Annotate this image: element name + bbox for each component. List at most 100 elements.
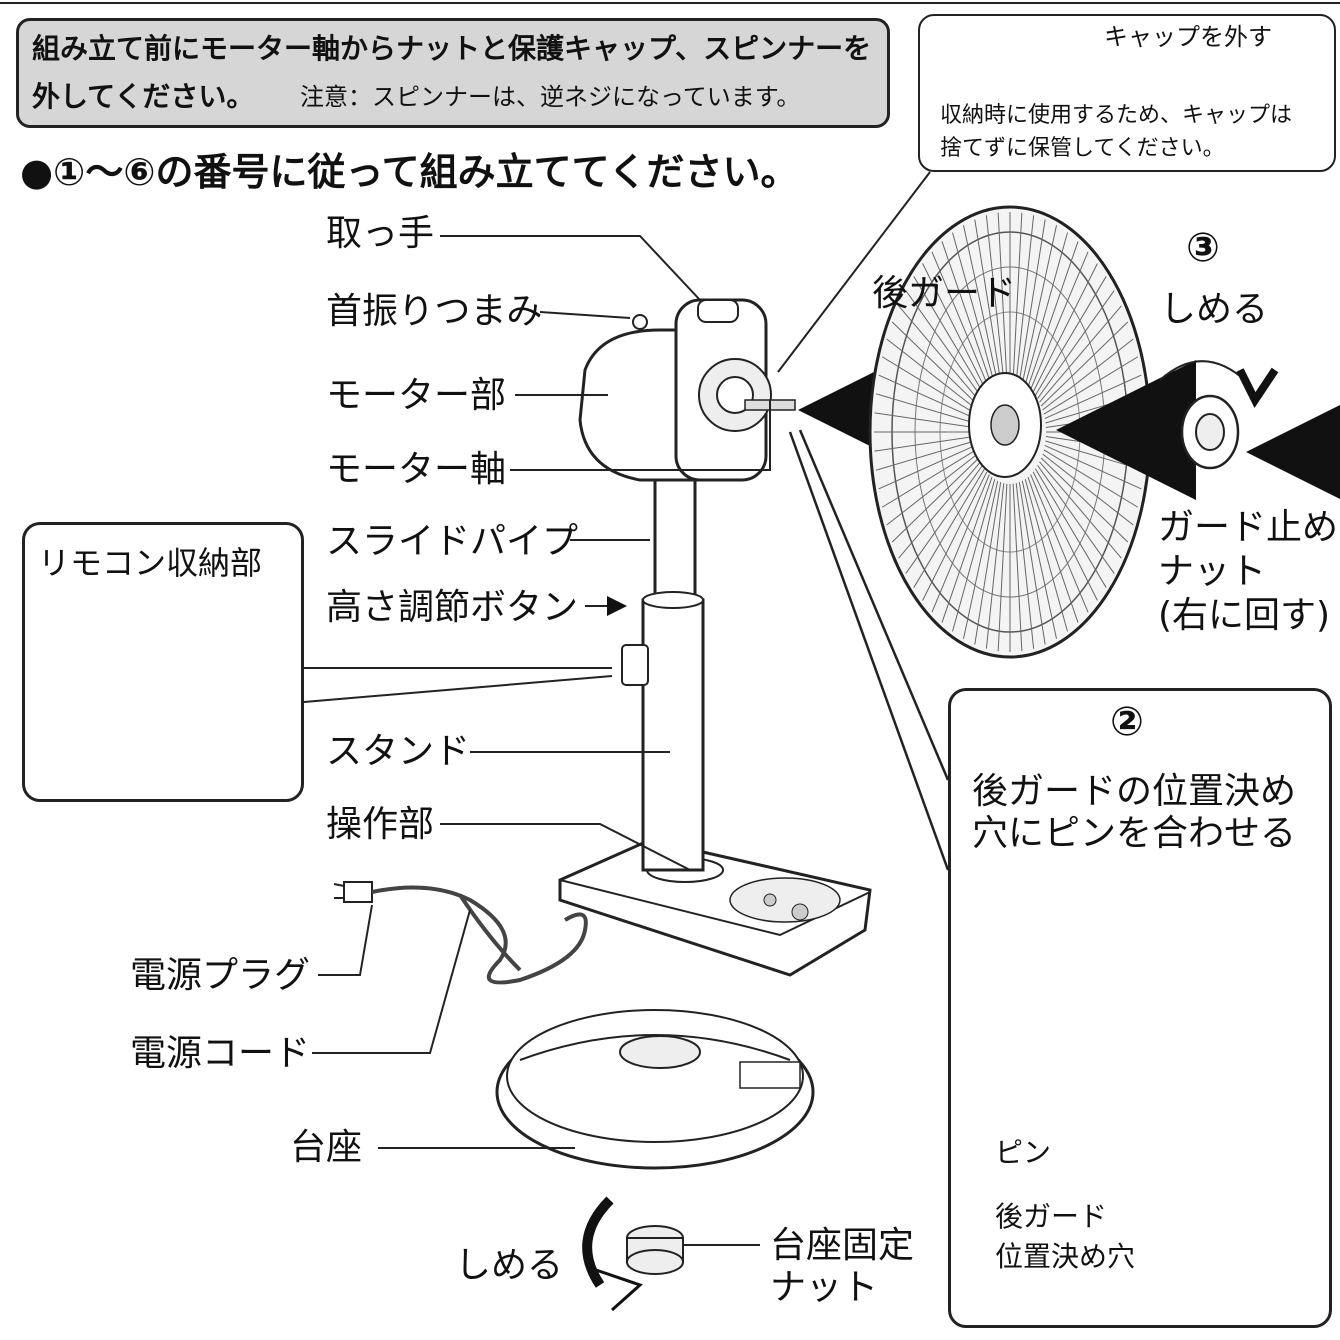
- guard-spoke: [1024, 478, 1068, 632]
- notice-box: [16, 18, 890, 128]
- cap-callout-line: [777, 171, 931, 373]
- notice-line2: 外してください。: [32, 80, 255, 113]
- step2-hole-1: 後ガード: [995, 1200, 1108, 1233]
- label-base-nut-1: 台座固定: [770, 1225, 915, 1266]
- guard-spoke: [1021, 225, 1058, 384]
- guard-spoke: [1035, 468, 1107, 588]
- guard-spoke: [1030, 251, 1089, 390]
- guard-spoke: [886, 453, 978, 526]
- guard-spoke: [997, 483, 1008, 652]
- guard-spoke: [974, 219, 1002, 382]
- label-guard-nut-2: ナット: [1158, 551, 1267, 592]
- guard-spoke: [874, 436, 975, 452]
- label-rear-guard: 後ガード: [872, 273, 1017, 314]
- leader-lines: [303, 235, 771, 1246]
- guard-spoke: [1039, 461, 1122, 559]
- guard-spoke: [1035, 276, 1107, 396]
- guard-spoke: [875, 393, 975, 424]
- guard-spoke: [1018, 219, 1046, 382]
- guard-spoke: [1037, 290, 1115, 399]
- guard-spoke: [941, 476, 993, 623]
- remote-storage-box: [22, 522, 304, 802]
- label-base-nut-2: ナット: [770, 1267, 879, 1308]
- guard-spoke: [874, 412, 975, 428]
- guard-spoke: [1039, 305, 1122, 403]
- guard-spoke: [985, 215, 1005, 381]
- label-base-tighten: しめる: [455, 1245, 564, 1286]
- step2-line1: 後ガードの位置決め: [972, 771, 1297, 812]
- guard-spoke: [1030, 474, 1089, 613]
- fan-illustration: [333, 298, 938, 1312]
- step2-box: [948, 688, 1332, 1328]
- guard-spoke: [913, 276, 985, 396]
- guard-spoke: [1021, 480, 1058, 639]
- guard-spoke: [931, 474, 990, 613]
- guard-spoke: [985, 483, 1005, 649]
- guard-spoke: [1027, 476, 1079, 623]
- label-slide-pipe: スライドパイプ: [326, 521, 579, 562]
- cap-action: キャップを外す: [1104, 23, 1272, 51]
- guard-spoke: [1018, 482, 1046, 645]
- guard-spoke: [997, 212, 1008, 381]
- label-guard-nut-1: ガード止め: [1158, 507, 1339, 548]
- guard-spoke: [1015, 483, 1035, 649]
- guard-spoke: [878, 374, 976, 419]
- cap-box: [918, 14, 1336, 172]
- step2-hole-2: 位置決め穴: [995, 1240, 1136, 1273]
- label-stand: スタンド: [326, 731, 471, 772]
- cap-note-line1: 収納時に使用するため、キャップは: [940, 103, 1293, 128]
- guard-spoke: [1012, 212, 1023, 381]
- label-height-button: 高さ調節ボタン: [326, 587, 579, 628]
- label-control: 操作部: [326, 804, 435, 845]
- guard-spoke: [952, 232, 996, 386]
- page-heading: ●①～⑥の番号に従って組み立ててください。: [20, 150, 799, 194]
- remote-box-title: リモコン収納部: [38, 544, 263, 582]
- step2-pin: ピン: [995, 1136, 1052, 1169]
- step3-action: しめる: [1160, 289, 1269, 330]
- guard-spoke: [881, 449, 977, 508]
- label-handle: 取っ手: [326, 213, 435, 254]
- guard-spoke: [1027, 241, 1079, 388]
- label-swing-knob: 首振りつまみ: [326, 291, 543, 332]
- guard-spoke: [875, 440, 975, 471]
- label-motor: モーター部: [326, 375, 507, 416]
- rear-guard-drawing: [868, 205, 1340, 659]
- guard-spoke: [905, 465, 983, 574]
- guard-spoke: [1040, 457, 1129, 543]
- guard-spoke: [898, 305, 981, 403]
- label-base: 台座: [290, 1127, 363, 1168]
- guard-spoke: [1032, 263, 1098, 393]
- guard-spoke: [881, 356, 977, 415]
- guard-spoke: [931, 251, 990, 390]
- guard-spoke: [1012, 483, 1023, 652]
- guard-spoke: [974, 482, 1002, 645]
- label-power-cord: 電源コード: [130, 1033, 311, 1074]
- step3-number: ③: [1186, 225, 1220, 271]
- guard-spoke: [941, 241, 993, 388]
- guard-spoke: [905, 290, 983, 399]
- guard-spoke: [922, 471, 988, 601]
- label-guard-nut-3: (右に回す): [1158, 595, 1331, 636]
- guard-spoke: [891, 457, 980, 543]
- notice-caution: 注意：スピンナーは、逆ネジになっています。: [300, 83, 801, 111]
- guard-spoke: [1032, 471, 1098, 601]
- notice-line1: 組み立て前にモーター軸からナットと保護キャップ、スピンナーを: [32, 32, 872, 65]
- guard-spoke: [1015, 215, 1035, 381]
- guard-spoke: [898, 461, 981, 559]
- guard-spoke: [962, 225, 999, 384]
- label-motor-shaft: モーター軸: [326, 449, 507, 490]
- step2-line2: 穴にピンを合わせる: [972, 813, 1297, 854]
- guard-spoke: [1024, 232, 1068, 386]
- guard-spoke: [952, 478, 996, 632]
- guard-spoke: [1037, 465, 1115, 574]
- guard-spoke: [962, 480, 999, 639]
- guard-spoke: [913, 468, 985, 588]
- guard-spoke: [922, 263, 988, 393]
- label-power-plug: 電源プラグ: [130, 955, 311, 996]
- step2-number: ②: [1110, 699, 1144, 745]
- guard-spoke: [891, 321, 980, 407]
- guard-spoke: [878, 445, 976, 490]
- guard-spoke: [886, 338, 978, 411]
- cap-note-line2: 捨てずに保管してください。: [940, 136, 1225, 161]
